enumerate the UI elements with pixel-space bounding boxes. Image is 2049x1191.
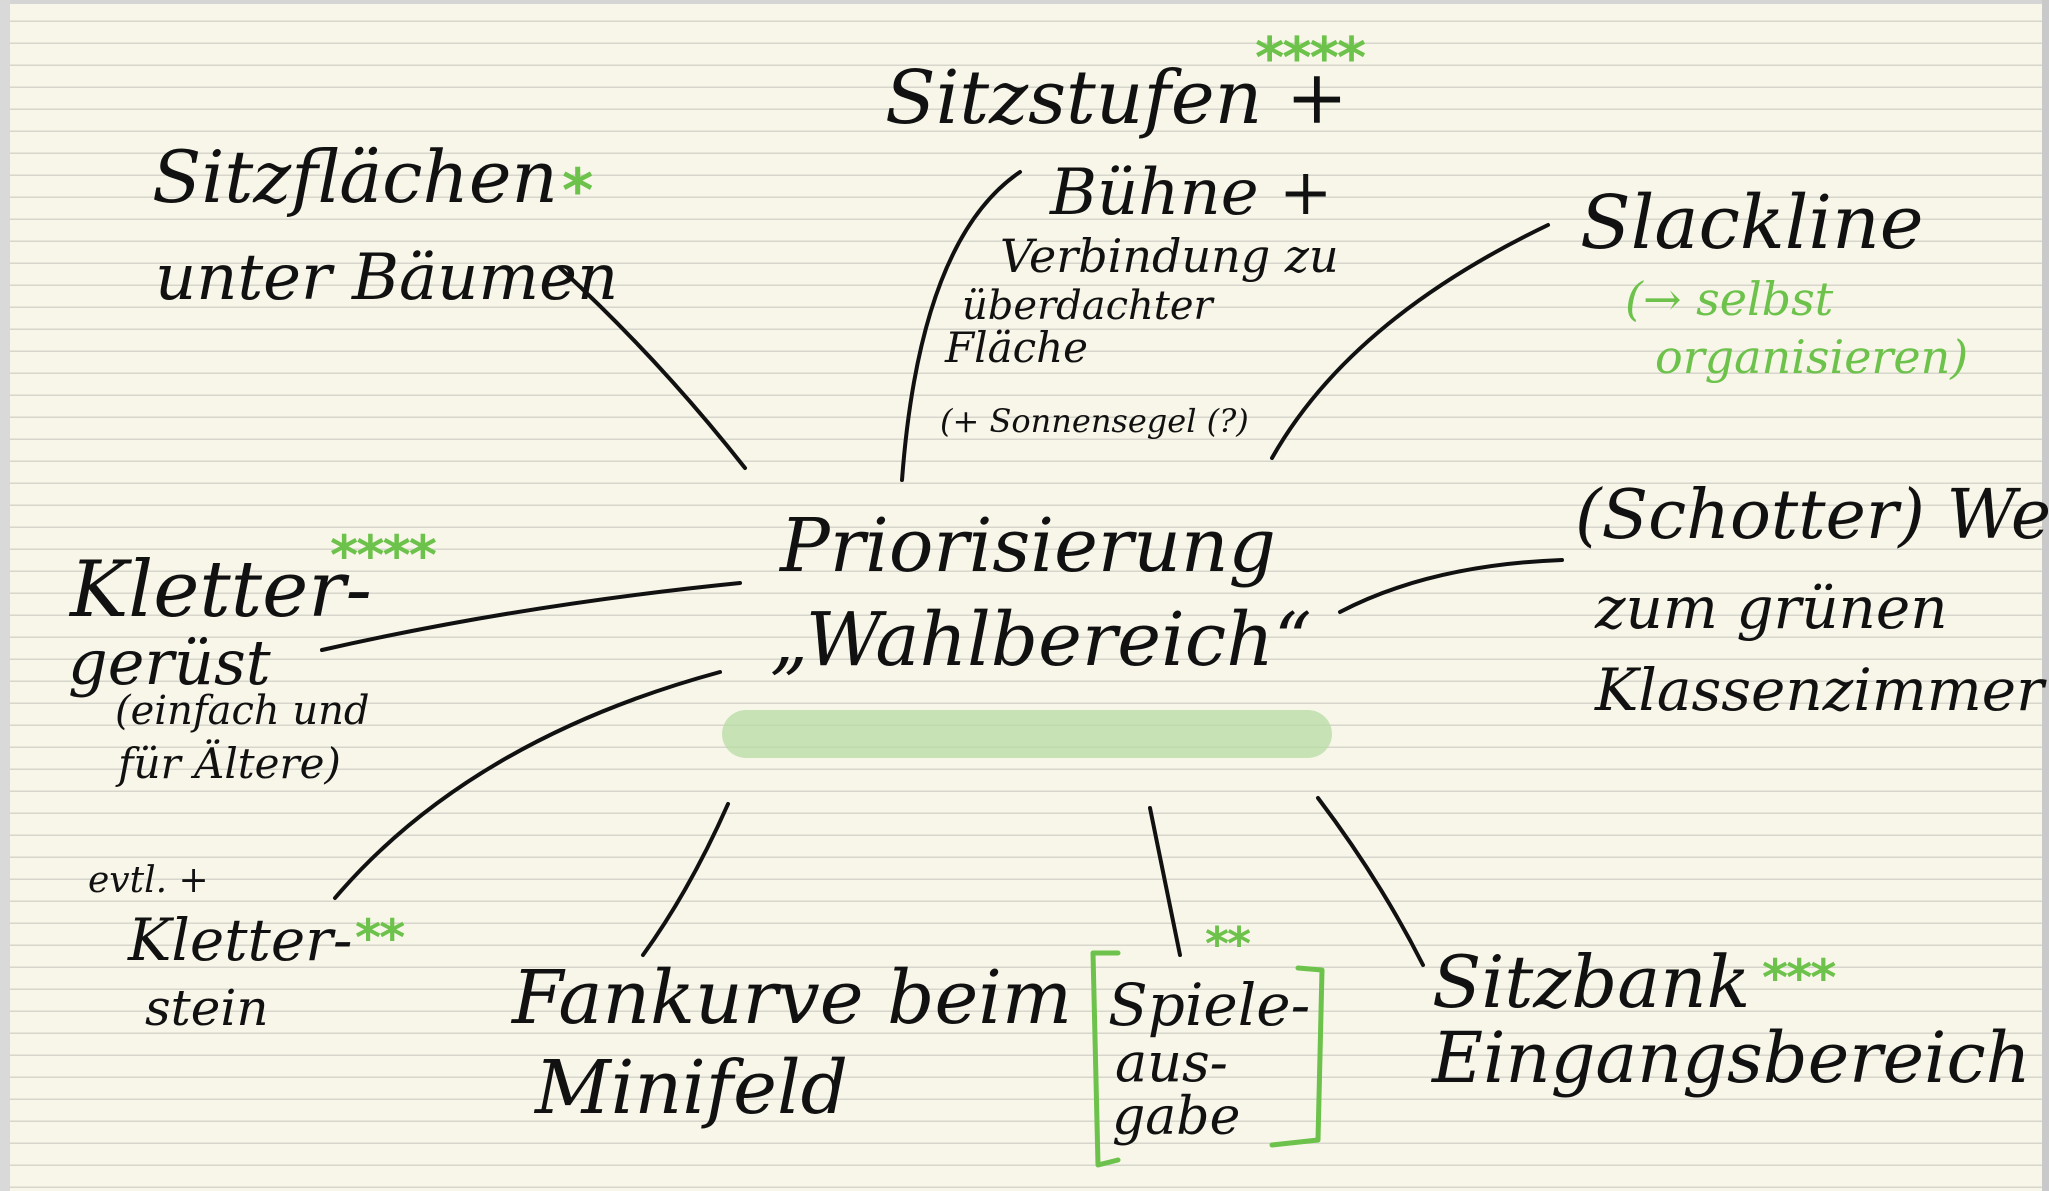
node-sitzbank-line1: Sitzbank — [1432, 940, 1751, 1024]
node-sitzflaechen-line1: Sitzflächen — [152, 135, 558, 219]
node-kletterstein-stars: ** — [355, 909, 405, 967]
node-sitzbank-line2: Eingangsbereich — [1432, 1017, 2031, 1099]
connector-spieleausgabe — [1148, 806, 1182, 957]
node-sitzflaechen-stars: * — [562, 156, 593, 226]
bracket-right — [1269, 965, 1325, 1148]
center-title-line2: „Wahlbereich“ — [770, 597, 1312, 683]
node-sitzbank-stars: *** — [1762, 949, 1836, 1007]
connector-sitzstufen — [900, 170, 1022, 482]
node-kletterstein-line2: stein — [145, 979, 269, 1037]
spieleausgabe-bracket — [1090, 950, 1325, 1168]
node-sitzstufen-line5: Fläche — [945, 323, 1089, 372]
node-slackline-note1: (→ selbst — [1625, 272, 1834, 326]
node-spieleausgabe-stars: ** — [1205, 917, 1251, 971]
node-sitzstufen-line3: Verbindung zu — [1000, 229, 1339, 283]
node-klettergeruest-line2: gerüst — [68, 626, 271, 699]
node-sitzstufen-line4: überdachter — [962, 283, 1213, 329]
connector-slackline — [1270, 223, 1550, 460]
connector-sitzflaechen — [558, 266, 747, 470]
page-edge-top — [0, 0, 2049, 4]
node-schotterweg-line3: Klassenzimmer — [1595, 656, 2044, 724]
node-klettergeruest-note2: für Ältere) — [118, 739, 341, 788]
center-highlight-stroke — [722, 710, 1332, 758]
node-kletterstein-pre: evtl. + — [88, 860, 209, 901]
center-title-line1: Priorisierung — [780, 503, 1276, 589]
bracket-left — [1090, 950, 1121, 1168]
node-slackline-title: Slackline — [1580, 180, 1924, 266]
connector-schotterweg — [1338, 558, 1564, 614]
connector-kletterstein — [333, 670, 722, 900]
node-sitzflaechen-line2: unter Bäumen — [155, 241, 619, 315]
node-fankurve-line1: Fankurve beim — [512, 955, 1073, 1041]
node-sitzstufen-title: Sitzstufen + — [885, 55, 1348, 141]
node-fankurve-line2: Minifeld — [535, 1045, 848, 1131]
node-klettergeruest-line1: Kletter- — [70, 545, 372, 635]
connector-fankurve — [641, 802, 730, 957]
connector-sitzbank — [1316, 796, 1425, 967]
page-edge-right — [2042, 0, 2049, 1191]
connector-klettergeruest — [320, 581, 742, 652]
node-slackline-note2: organisieren) — [1655, 330, 1969, 384]
page-edge-left — [0, 0, 10, 1191]
node-kletterstein-line1: Kletter- — [128, 906, 353, 974]
node-spieleausgabe-line3: gabe — [1112, 1087, 1241, 1147]
node-spieleausgabe-line2: aus- — [1115, 1031, 1228, 1094]
node-klettergeruest-stars: **** — [330, 524, 437, 587]
node-spieleausgabe-line1: Spiele- — [1108, 971, 1311, 1039]
node-klettergeruest-note1: (einfach und — [115, 688, 370, 734]
node-sitzstufen-stars: **** — [1255, 26, 1366, 91]
node-schotterweg-line2: zum grünen — [1595, 574, 1948, 642]
node-schotterweg-line1: (Schotter) Weg — [1575, 476, 2049, 555]
node-sitzstufen-note: (+ Sonnensegel (?) — [940, 402, 1249, 440]
node-sitzstufen-line2: Bühne + — [1050, 156, 1333, 230]
